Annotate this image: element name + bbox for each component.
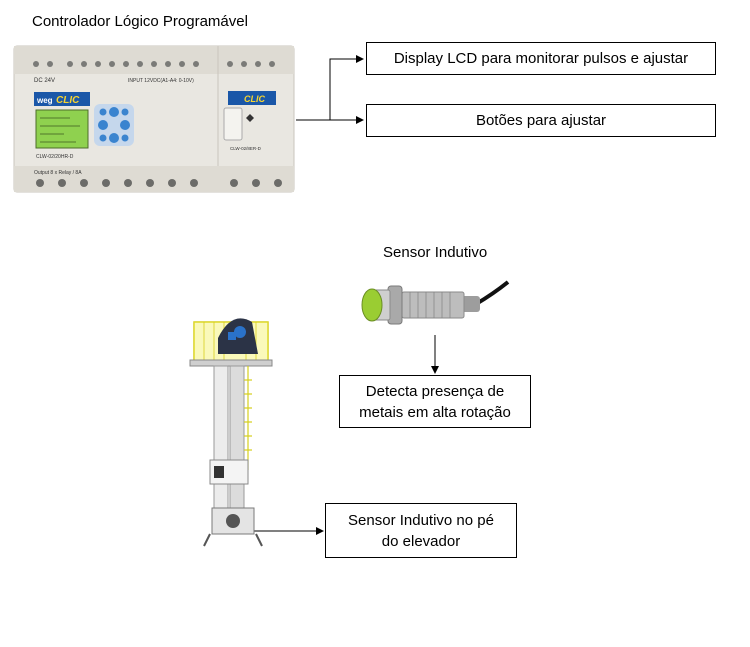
plc-input-label: INPUT 12VDC(A1-A4: 0-10V) [128,78,194,84]
sensor-description-line1: Detecta presença de [365,382,505,400]
plc-brand: CLIC [56,95,80,106]
sensor-description-box: Detecta presença de metais em alta rotaç… [339,375,531,428]
inductive-sensor-image [361,280,510,325]
buttons-callout: Botões para ajustar [366,104,716,137]
plc-model-label: CLW-02/20HR-D [36,154,74,160]
plc-expansion-model: CLW-02/8ER-D [230,146,262,151]
sensor-description-line2: metais em alta rotação [359,403,511,421]
keypad-buttons [94,104,134,146]
plc-title: Controlador Lógico Programável [32,13,248,30]
elevator-callout-line1: Sensor Indutivo no pé [348,511,494,529]
plc-image: DC 24V INPUT 12VDC(A1-A4: 0-10V) CLIC we… [13,45,295,193]
sensor-title: Sensor Indutivo [383,244,488,261]
bucket-elevator-image [189,318,273,547]
elevator-callout-line2: do elevador [381,532,461,550]
plc-maker: weg [36,96,53,105]
display-callout: Display LCD para monitorar pulsos e ajus… [366,42,716,75]
plc-power-label: DC 24V [34,78,55,84]
plc-output-label: Output 8 x Relay / 8A [34,170,82,176]
elevator-sensor-callout: Sensor Indutivo no pé do elevador [325,503,517,558]
plc-expansion-brand: CLIC [244,94,265,104]
